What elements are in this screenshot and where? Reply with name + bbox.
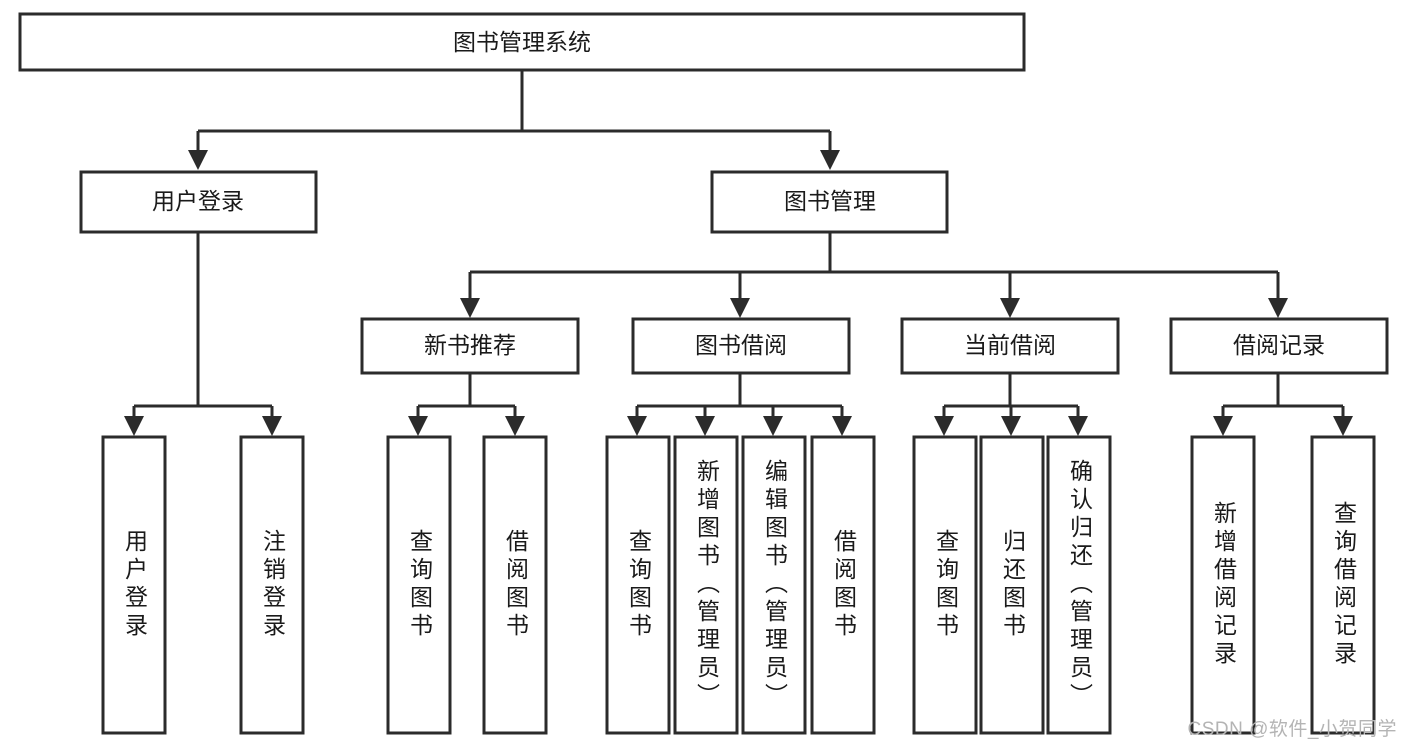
arrow-head-icon bbox=[408, 416, 428, 436]
connector-userlogin-to-leaves bbox=[124, 233, 282, 436]
leaf-boxes bbox=[101, 435, 1376, 735]
leaf-box-logout-login[interactable] bbox=[239, 435, 305, 735]
arrow-head-icon bbox=[730, 298, 750, 318]
node-root-book-management-system[interactable]: 图书管理系统 bbox=[18, 12, 1026, 72]
arrow-head-icon bbox=[262, 416, 282, 436]
node-box bbox=[631, 317, 851, 375]
connector-currentborrow-to-leaves bbox=[934, 373, 1088, 436]
connector-borrowrecord-to-leaves bbox=[1213, 373, 1353, 436]
arrow-head-icon bbox=[934, 416, 954, 436]
node-book-borrow[interactable]: 图书借阅 bbox=[631, 317, 851, 375]
leaf-box-query-books-3[interactable] bbox=[912, 435, 978, 735]
connector-books-to-level3 bbox=[460, 233, 1288, 318]
node-label: 用户登录 bbox=[152, 188, 244, 214]
leaf-box-user-login[interactable] bbox=[101, 435, 167, 735]
node-label: 图书借阅 bbox=[695, 332, 787, 358]
leaf-box-borrow-books-1[interactable] bbox=[482, 435, 548, 735]
leaf-box-borrow-books-2[interactable] bbox=[810, 435, 876, 735]
node-box bbox=[79, 170, 318, 234]
arrow-head-icon bbox=[1000, 298, 1020, 318]
leaf-box-query-books-1[interactable] bbox=[386, 435, 452, 735]
watermark-text: CSDN @软件_小贺同学 bbox=[1187, 719, 1397, 740]
leaf-box-add-borrow-record[interactable] bbox=[1190, 435, 1256, 735]
connector-newbooks-to-leaves bbox=[408, 373, 525, 436]
arrow-head-icon bbox=[695, 416, 715, 436]
arrow-head-icon bbox=[505, 416, 525, 436]
node-label: 图书管理系统 bbox=[453, 29, 591, 55]
arrow-head-icon bbox=[627, 416, 647, 436]
node-label: 当前借阅 bbox=[964, 332, 1056, 358]
node-label: 借阅记录 bbox=[1233, 332, 1325, 358]
node-label: 新书推荐 bbox=[424, 332, 516, 358]
arrow-head-icon bbox=[1333, 416, 1353, 436]
arrow-head-icon bbox=[820, 150, 840, 170]
leaf-box-confirm-return-admin[interactable] bbox=[1046, 435, 1112, 735]
arrow-head-icon bbox=[1068, 416, 1088, 436]
node-borrow-record[interactable]: 借阅记录 bbox=[1169, 317, 1389, 375]
connector-root-to-level2 bbox=[188, 70, 840, 170]
arrow-head-icon bbox=[1268, 298, 1288, 318]
node-box bbox=[18, 12, 1026, 72]
node-box bbox=[900, 317, 1120, 375]
node-new-book-recommend[interactable]: 新书推荐 bbox=[360, 317, 580, 375]
leaf-box-add-book-admin[interactable] bbox=[673, 435, 739, 735]
leaf-box-query-books-2[interactable] bbox=[605, 435, 671, 735]
node-label: 图书管理 bbox=[784, 188, 876, 214]
node-book-management[interactable]: 图书管理 bbox=[710, 170, 949, 234]
arrow-head-icon bbox=[1001, 416, 1021, 436]
arrow-head-icon bbox=[124, 416, 144, 436]
arrow-head-icon bbox=[763, 416, 783, 436]
node-box bbox=[1169, 317, 1389, 375]
connector-borrowbooks-to-leaves bbox=[627, 373, 852, 436]
node-user-login[interactable]: 用户登录 bbox=[79, 170, 318, 234]
arrow-head-icon bbox=[832, 416, 852, 436]
leaf-box-return-books[interactable] bbox=[979, 435, 1045, 735]
arrow-head-icon bbox=[188, 150, 208, 170]
leaf-box-query-borrow-record[interactable] bbox=[1310, 435, 1376, 735]
leaf-box-edit-book-admin[interactable] bbox=[741, 435, 807, 735]
arrow-head-icon bbox=[1213, 416, 1233, 436]
node-current-borrow[interactable]: 当前借阅 bbox=[900, 317, 1120, 375]
arrow-head-icon bbox=[460, 298, 480, 318]
node-box bbox=[710, 170, 949, 234]
node-box bbox=[360, 317, 580, 375]
